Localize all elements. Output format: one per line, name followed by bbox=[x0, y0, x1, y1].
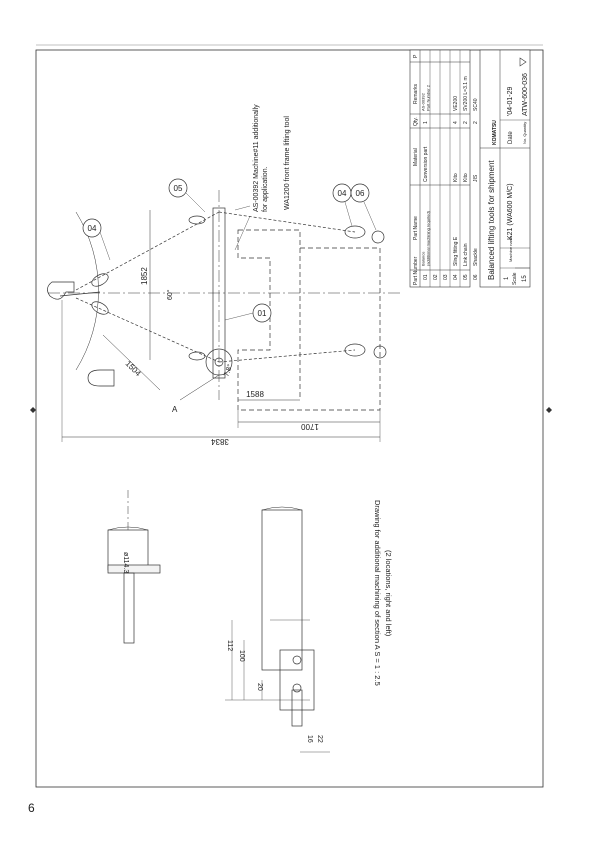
dim-1700: 1700 bbox=[301, 422, 319, 431]
dim-112: 112 bbox=[226, 640, 233, 651]
notes: AS-00392 Machine#11 additionally for app… bbox=[253, 104, 291, 212]
scale-label: Scale bbox=[512, 272, 518, 285]
parts-cell-part-number: 04 bbox=[453, 274, 459, 280]
parts-cell-remarks: Part Number 2 bbox=[426, 84, 431, 111]
dim-angle-7-8: 7.8° bbox=[222, 363, 234, 378]
parts-cell-part-number: 01 bbox=[423, 274, 429, 280]
parts-cell-material: Conversion part bbox=[423, 146, 429, 182]
svg-text:06: 06 bbox=[356, 189, 365, 198]
center-mark-right bbox=[546, 407, 552, 413]
dim-20: 20 bbox=[256, 683, 263, 691]
dim-3834: 3834 bbox=[211, 437, 229, 446]
dim-16: 16 bbox=[306, 735, 313, 743]
parts-cell-part-number: 06 bbox=[473, 274, 479, 280]
parts-cell-part-name: (additional machining required) bbox=[426, 210, 431, 266]
balloon-06: 06 bbox=[350, 183, 377, 231]
svg-text:for application.: for application. bbox=[262, 166, 269, 212]
scale-value-top: 1 bbox=[504, 276, 510, 280]
parts-cell-material: Kito bbox=[463, 173, 469, 182]
drawing-number: ATW-600-036 bbox=[522, 73, 529, 116]
drawing-border bbox=[35, 49, 544, 788]
dim-angle-60: 60° bbox=[166, 289, 174, 300]
dim-phi-114: ø114.3 bbox=[122, 552, 129, 573]
svg-text:01: 01 bbox=[258, 309, 267, 318]
balloon-05: 05 bbox=[168, 178, 206, 213]
svg-text:Drawing for additional machini: Drawing for additional machining of sect… bbox=[373, 500, 382, 686]
balloon-04-right: 04 bbox=[332, 183, 353, 227]
parts-cell-part-name: Sling fitting E bbox=[453, 236, 459, 266]
revision-triangle-icon bbox=[519, 57, 527, 67]
machine-label: Machine name bbox=[508, 235, 513, 262]
page-number: 6 bbox=[28, 801, 35, 815]
parts-table-rows: 01 Balance(additional machining required)… bbox=[421, 76, 480, 280]
parts-cell-part-number: 03 bbox=[443, 274, 449, 280]
dim-22: 22 bbox=[316, 735, 323, 743]
svg-text:Material: Material bbox=[413, 148, 419, 166]
parts-cell-part-number: 02 bbox=[433, 274, 439, 280]
dim-100: 100 bbox=[238, 650, 245, 662]
no-quantity-label: No. Quantity bbox=[522, 122, 527, 144]
svg-text:04: 04 bbox=[88, 224, 97, 233]
svg-text:04: 04 bbox=[338, 189, 347, 198]
dim-1852: 1852 bbox=[140, 267, 149, 285]
parts-cell-qty: 1 bbox=[423, 121, 429, 124]
parts-cell-remarks: SC40 bbox=[473, 98, 479, 111]
date-value: '04-01-29 bbox=[507, 87, 514, 116]
assembly-view bbox=[47, 190, 400, 442]
svg-text:Remarks: Remarks bbox=[413, 83, 419, 104]
dim-1504: 1504 bbox=[124, 359, 143, 378]
parts-cell-part-number: 05 bbox=[463, 274, 469, 280]
svg-text:Part Number: Part Number bbox=[413, 256, 419, 285]
parts-cell-qty: 2 bbox=[473, 121, 479, 124]
parts-cell-part-name: Shackle bbox=[473, 248, 479, 266]
parts-table-header: Part Number Part Name Material Qty. Rema… bbox=[413, 54, 419, 285]
center-mark-left bbox=[30, 407, 36, 413]
svg-text:(2 locations, right and left): (2 locations, right and left) bbox=[384, 550, 393, 637]
svg-text:AS-00392 Machine#11 additional: AS-00392 Machine#11 additionally bbox=[253, 104, 260, 212]
parts-cell-material: JIS bbox=[473, 174, 479, 182]
balloon-01: 01 bbox=[224, 303, 272, 323]
machine-name: K21 (WA600 M/C) bbox=[507, 183, 514, 240]
svg-text:Qty.: Qty. bbox=[413, 117, 419, 126]
brand-logo-text: KOMATSU bbox=[492, 120, 498, 145]
parts-cell-qty: 2 bbox=[463, 121, 469, 124]
parts-cell-part-name: Link chain bbox=[463, 243, 469, 266]
svg-text:P: P bbox=[413, 54, 419, 58]
svg-text:Part Name: Part Name bbox=[413, 216, 419, 240]
section-a-label: A bbox=[172, 405, 178, 414]
parts-cell-qty: 4 bbox=[453, 121, 459, 124]
balloon-04-top: 04 bbox=[82, 218, 111, 261]
svg-text:05: 05 bbox=[174, 184, 183, 193]
title-text: Balanced lifting tools for shipment bbox=[487, 160, 496, 280]
svg-text:WA1200 front frame lifting too: WA1200 front frame lifting tool bbox=[284, 116, 291, 210]
scale-value-bottom: 15 bbox=[522, 275, 528, 282]
parts-cell-part-name: Balance bbox=[421, 251, 426, 266]
dim-1588: 1588 bbox=[246, 390, 264, 399]
section-caption: Drawing for additional machining of sect… bbox=[373, 500, 393, 686]
title-block bbox=[479, 49, 531, 288]
parts-cell-remarks: VE200 bbox=[453, 96, 459, 111]
parts-cell-remarks: AS-00392 bbox=[421, 92, 426, 111]
section-detail-top: ø114.3 bbox=[107, 490, 161, 644]
parts-cell-remarks: SV200 L=3.1 m bbox=[463, 76, 469, 111]
section-detail-bottom bbox=[225, 506, 330, 753]
parts-table bbox=[409, 49, 471, 288]
parts-cell-material: Kito bbox=[453, 173, 459, 182]
date-label: Date bbox=[508, 131, 514, 144]
